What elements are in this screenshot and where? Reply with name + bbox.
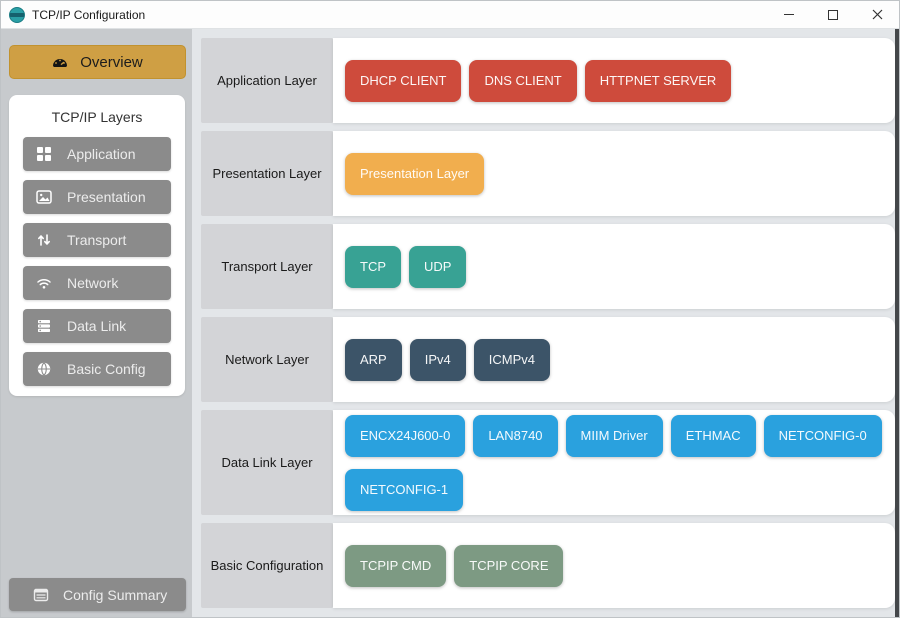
server-icon [38, 320, 50, 332]
close-icon[interactable] [855, 1, 899, 28]
row-card: TCP UDP [333, 224, 896, 309]
main-area: Application Layer DHCP CLIENT DNS CLIENT… [192, 29, 899, 617]
overview-button[interactable]: Overview [9, 45, 186, 79]
row-card: ENCX24J600-0 LAN8740 MIIM Driver ETHMAC … [333, 410, 896, 515]
row-card: DHCP CLIENT DNS CLIENT HTTPNET SERVER [333, 38, 896, 123]
sidebar-item-network[interactable]: Network [23, 266, 171, 300]
dns-client-button[interactable]: DNS CLIENT [469, 59, 577, 102]
window-controls [767, 1, 899, 28]
arrows-vertical-icon [38, 234, 50, 246]
presentation-layer-button[interactable]: Presentation Layer [345, 152, 485, 195]
netconfig-1-button[interactable]: NETCONFIG-1 [345, 468, 464, 511]
row-card: ARP IPv4 ICMPv4 [333, 317, 896, 402]
sidebar-item-basic-config[interactable]: Basic Config [23, 352, 171, 386]
sidebar-item-label: Presentation [67, 189, 146, 205]
list-icon [33, 588, 49, 601]
minimize-icon[interactable] [767, 1, 811, 28]
window-title: TCP/IP Configuration [32, 7, 146, 22]
row-label: Data Link Layer [201, 410, 333, 515]
sidebar-item-label: Basic Config [67, 361, 146, 377]
window-right-border [895, 29, 899, 617]
tcp-button[interactable]: TCP [345, 245, 401, 288]
sidebar-item-label: Transport [67, 232, 127, 248]
sidebar: Overview TCP/IP Layers Application [1, 29, 192, 617]
row-card: Presentation Layer [333, 131, 896, 216]
network-layer-row: Network Layer ARP IPv4 ICMPv4 [201, 317, 896, 402]
sidebar-item-transport[interactable]: Transport [23, 223, 171, 257]
data-link-layer-row: Data Link Layer ENCX24J600-0 LAN8740 MII… [201, 410, 896, 515]
layers-panel-title: TCP/IP Layers [51, 109, 143, 125]
overview-label: Overview [80, 53, 143, 71]
title-bar: TCP/IP Configuration [1, 1, 899, 29]
transport-layer-row: Transport Layer TCP UDP [201, 224, 896, 309]
globe-icon [37, 362, 51, 376]
encx24j600-0-button[interactable]: ENCX24J600-0 [345, 414, 466, 457]
layers-panel: TCP/IP Layers Application Presentation [9, 95, 185, 396]
app-logo-icon [9, 6, 25, 23]
miim-driver-button[interactable]: MIIM Driver [565, 414, 663, 457]
row-card: TCPIP CMD TCPIP CORE [333, 523, 896, 608]
sidebar-item-label: Application [67, 146, 136, 162]
application-layer-row: Application Layer DHCP CLIENT DNS CLIENT… [201, 38, 896, 123]
wifi-icon [37, 278, 51, 289]
config-summary-label: Config Summary [63, 586, 168, 603]
basic-configuration-row: Basic Configuration TCPIP CMD TCPIP CORE [201, 523, 896, 608]
icmpv4-button[interactable]: ICMPv4 [473, 338, 550, 381]
arp-button[interactable]: ARP [345, 338, 402, 381]
ethmac-button[interactable]: ETHMAC [670, 414, 756, 457]
udp-button[interactable]: UDP [409, 245, 467, 288]
maximize-icon[interactable] [811, 1, 855, 28]
tcpip-cmd-button[interactable]: TCPIP CMD [345, 544, 447, 587]
sidebar-item-label: Network [67, 275, 119, 291]
sidebar-item-datalink[interactable]: Data Link [23, 309, 171, 343]
config-summary-button[interactable]: Config Summary [9, 578, 186, 611]
dhcp-client-button[interactable]: DHCP CLIENT [345, 59, 462, 102]
row-label: Transport Layer [201, 224, 333, 309]
row-label: Application Layer [201, 38, 333, 123]
tcpip-core-button[interactable]: TCPIP CORE [454, 544, 564, 587]
row-label: Network Layer [201, 317, 333, 402]
sidebar-item-application[interactable]: Application [23, 137, 171, 171]
row-label: Presentation Layer [201, 131, 333, 216]
httpnet-server-button[interactable]: HTTPNET SERVER [584, 59, 732, 102]
row-label: Basic Configuration [201, 523, 333, 608]
netconfig-0-button[interactable]: NETCONFIG-0 [763, 414, 882, 457]
sidebar-item-presentation[interactable]: Presentation [23, 180, 171, 214]
sidebar-item-label: Data Link [67, 318, 127, 334]
image-icon [36, 190, 52, 204]
grid-icon [37, 147, 51, 161]
lan8740-button[interactable]: LAN8740 [473, 414, 558, 457]
presentation-layer-row: Presentation Layer Presentation Layer [201, 131, 896, 216]
ipv4-button[interactable]: IPv4 [409, 338, 466, 381]
tachometer-icon [53, 59, 68, 67]
